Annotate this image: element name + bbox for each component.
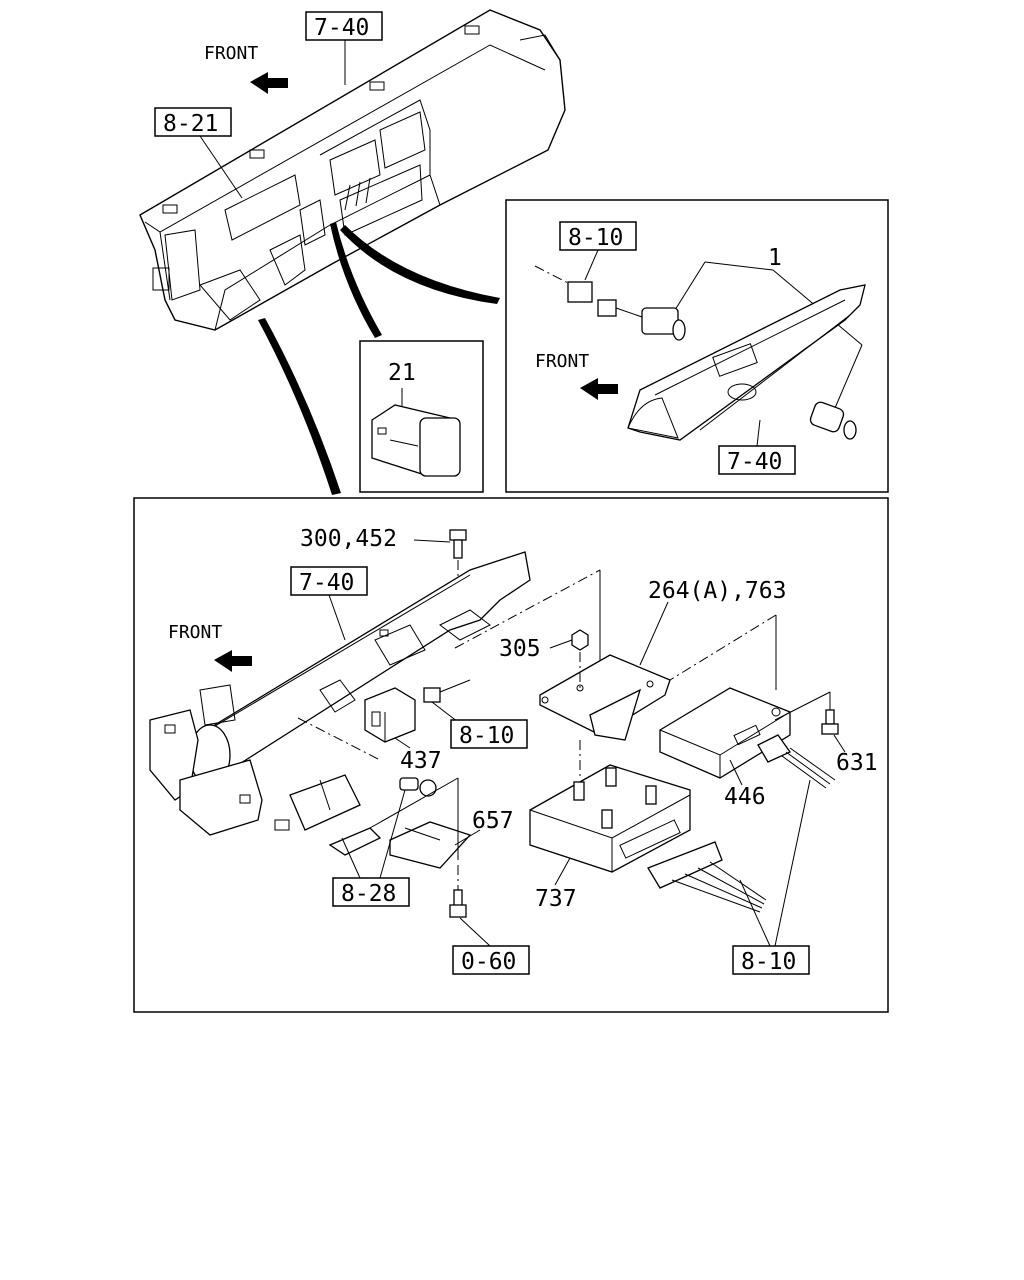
- bolt-0-60: [449, 889, 467, 918]
- ref-0-60: 0-60: [461, 949, 516, 975]
- leader-to-inset-1: [340, 225, 500, 304]
- bolt-300-452: [449, 529, 467, 559]
- bolt-631: [821, 709, 839, 735]
- callout-631: 631: [836, 750, 878, 776]
- front-arrow-icon: [250, 72, 288, 94]
- leader-to-inset-21: [330, 222, 382, 338]
- ref-box-8-10-mid: [450, 719, 528, 749]
- lower-detail-panel: [133, 497, 889, 1013]
- callout-1: 1: [768, 245, 782, 271]
- harness-connector-446: [757, 734, 836, 789]
- ref-8-10-mid: 8-10: [459, 723, 514, 749]
- ref-7-40-inset: 7-40: [727, 449, 782, 475]
- callout-446: 446: [724, 784, 766, 810]
- ref-box-8-28: [332, 877, 410, 907]
- ref-8-10-inset: 8-10: [568, 225, 623, 251]
- ref-box-0-60: [452, 945, 530, 975]
- ref-8-21: 8-21: [163, 111, 218, 137]
- callout-657: 657: [472, 808, 514, 834]
- dash-crossmember: [188, 551, 531, 786]
- callout-21: 21: [388, 360, 416, 386]
- module-657: [389, 821, 472, 869]
- callout-737: 737: [535, 886, 577, 912]
- ecu-737: [529, 764, 691, 873]
- ref-box-7-40-inset: [718, 445, 796, 475]
- ref-box-7-40-top: [305, 11, 383, 41]
- ref-8-28: 8-28: [341, 881, 396, 907]
- grommet-connector: [399, 777, 437, 797]
- switch-knob-right: [809, 401, 857, 440]
- ecu-mounting-bracket: [539, 654, 671, 741]
- switch-connector-harness: [597, 299, 686, 341]
- relay-437: [364, 687, 416, 743]
- relay-bracket: [274, 774, 382, 856]
- leader-to-lower-panel: [258, 318, 341, 495]
- front-label-inset: FRONT: [535, 351, 589, 372]
- nut-305: [571, 629, 589, 651]
- callout-305: 305: [499, 636, 541, 662]
- ref-7-40-top: 7-40: [314, 15, 369, 41]
- connector-plug-inset: [567, 281, 593, 303]
- front-label-top: FRONT: [204, 43, 258, 64]
- switch-panel-bezel: [627, 284, 866, 441]
- front-label-lower: FRONT: [168, 622, 222, 643]
- dashboard-assembly: [139, 9, 566, 331]
- ref-box-8-10-bottom: [732, 945, 810, 975]
- ref-box-7-40-lower: [290, 566, 368, 596]
- callout-264-763: 264(A),763: [648, 578, 786, 604]
- ref-7-40-lower: 7-40: [299, 570, 354, 596]
- module-446: [659, 687, 791, 779]
- left-bracket: [149, 684, 263, 836]
- ref-8-10-bottom: 8-10: [741, 949, 796, 975]
- ref-box-8-10-inset: [559, 221, 637, 251]
- switch-21: [371, 404, 461, 477]
- front-arrow-icon: [214, 650, 252, 672]
- front-arrow-icon: [580, 378, 618, 400]
- callout-437: 437: [400, 748, 442, 774]
- harness-connector-bottom: [647, 841, 767, 913]
- ref-box-8-21: [154, 107, 232, 137]
- callout-300-452: 300,452: [300, 526, 397, 552]
